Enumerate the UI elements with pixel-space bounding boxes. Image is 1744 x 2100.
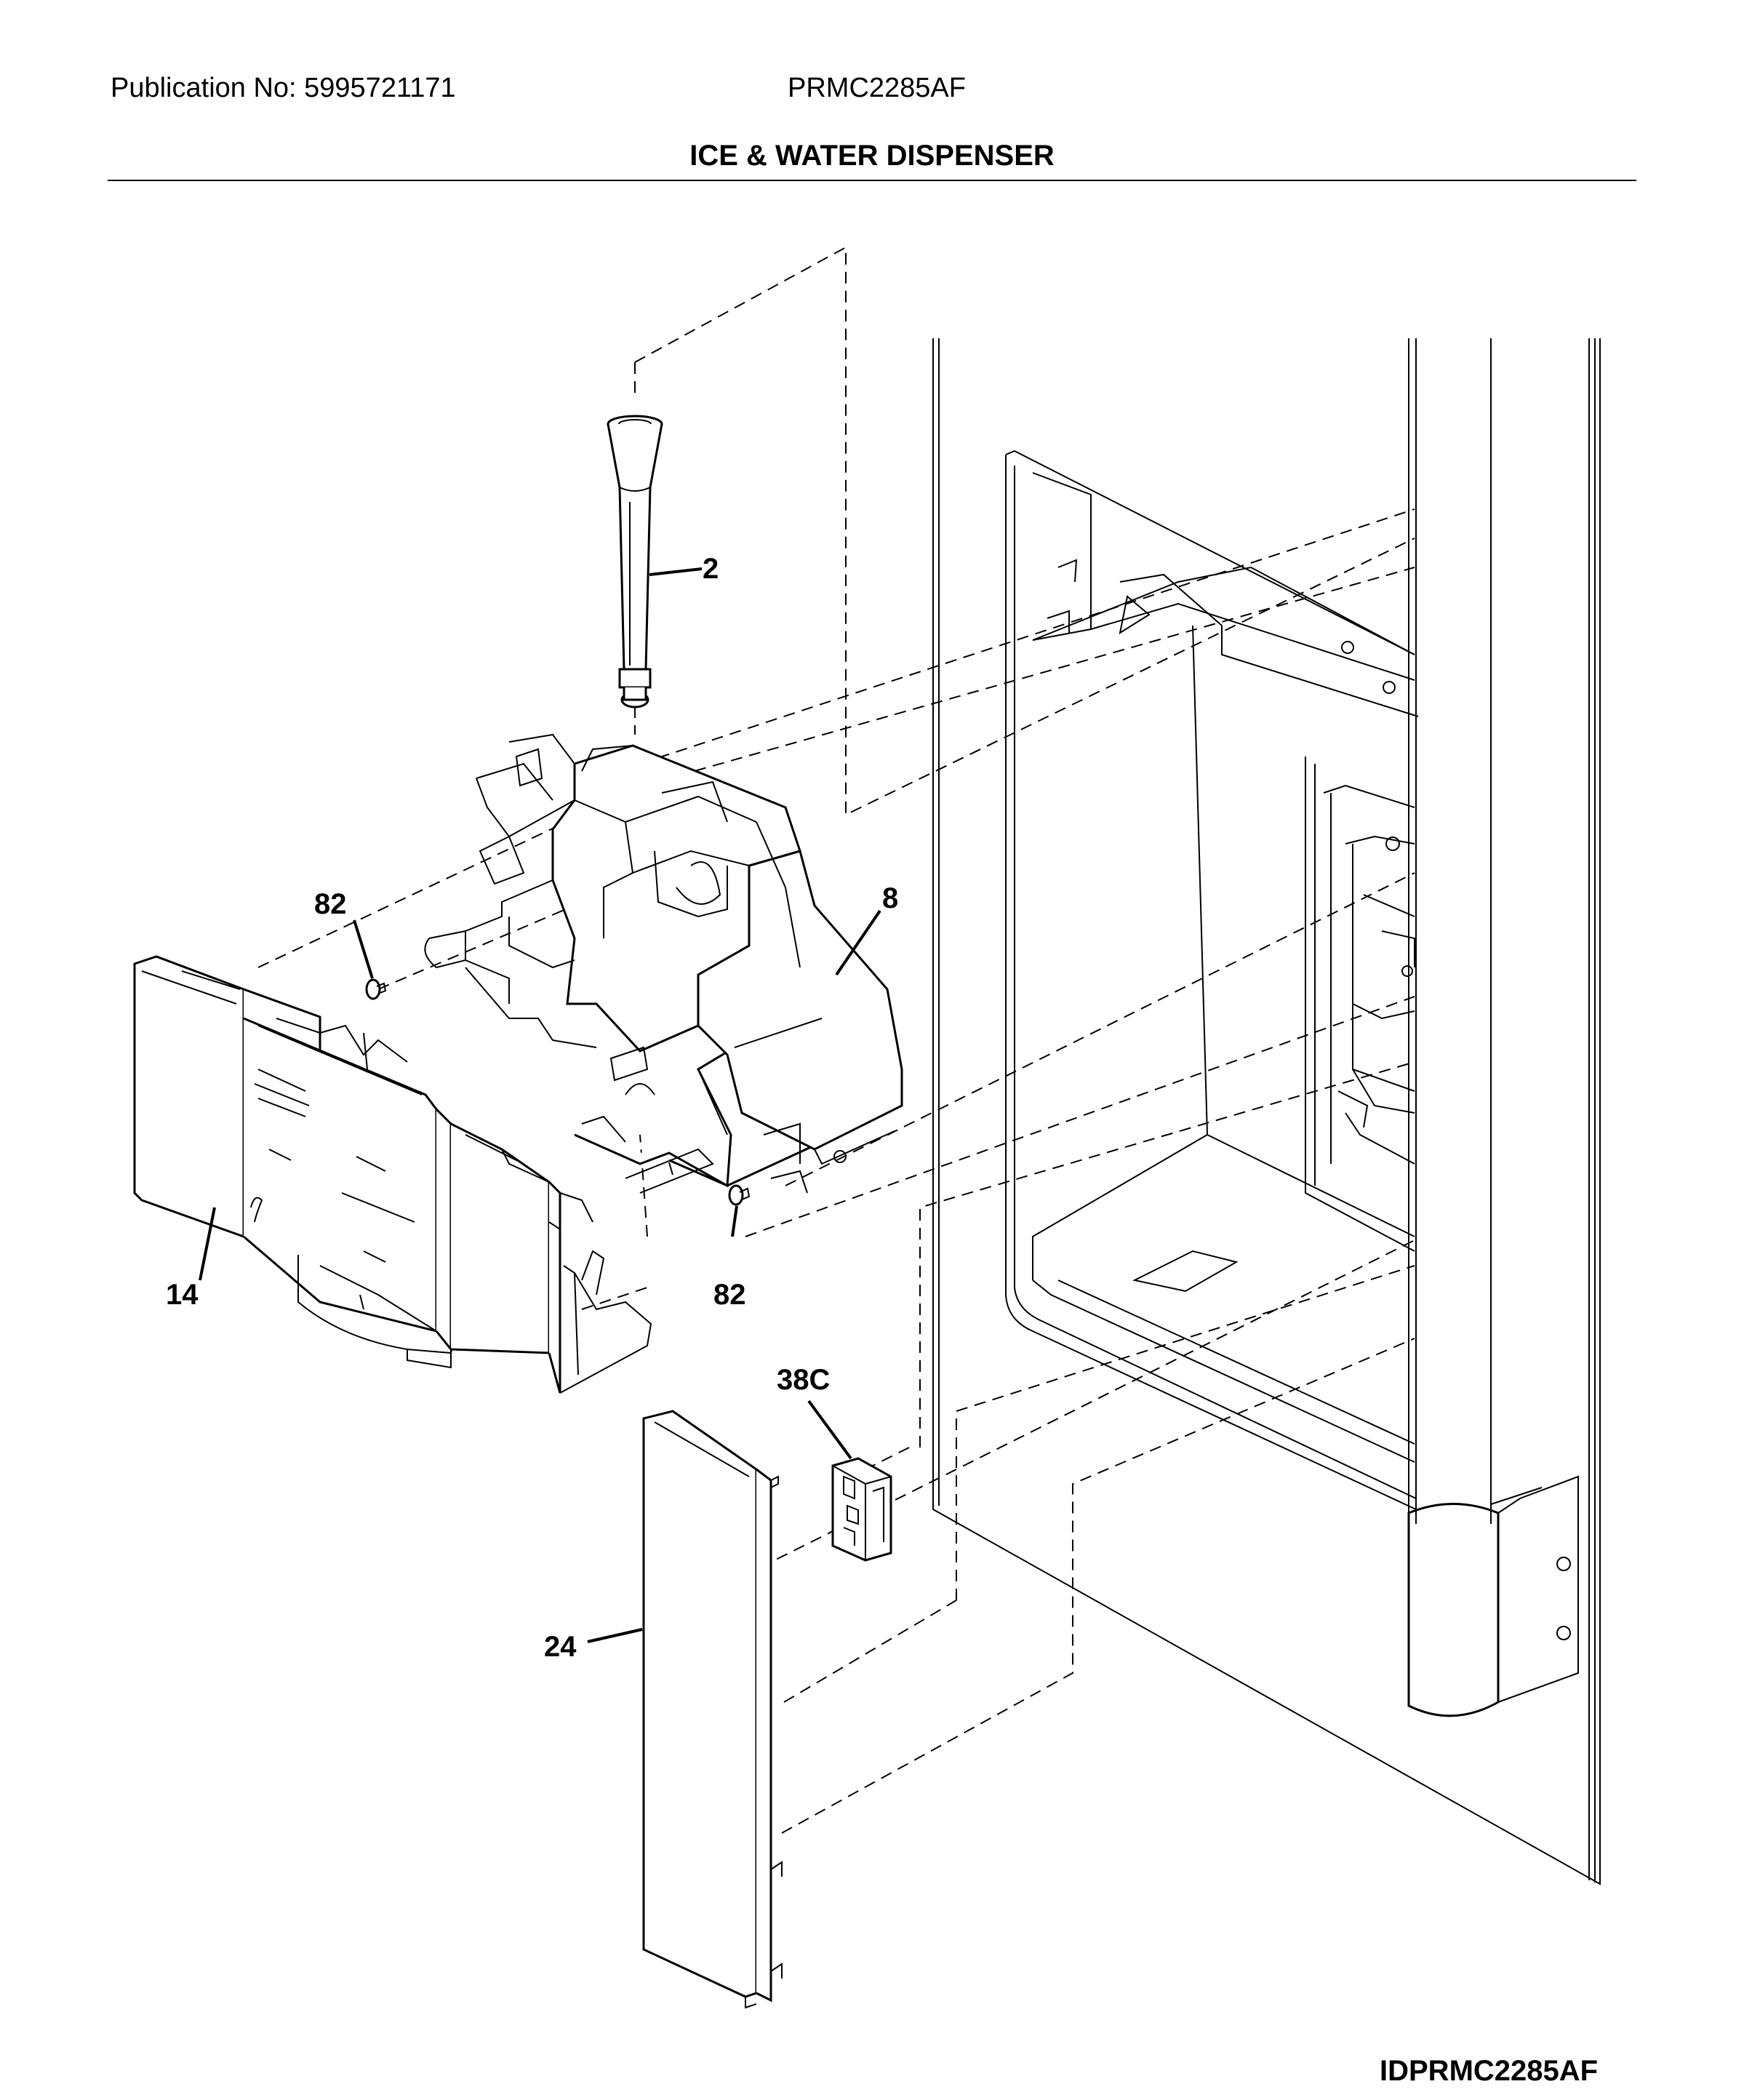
callout-2: 2: [703, 553, 719, 585]
page-title: ICE & WATER DISPENSER: [689, 140, 1055, 172]
part-2-water-tube: [607, 415, 663, 708]
dispenser-recess: [1005, 450, 1419, 1510]
model-number: PRMC2285AF: [788, 73, 966, 103]
callout-24: 24: [544, 1631, 577, 1663]
callout-82-lower: 82: [713, 1279, 746, 1311]
door-panel: [932, 338, 1601, 1885]
part-82-screws: [365, 978, 751, 1206]
part-24-cover: [642, 1410, 783, 2009]
part-38C-switch: [831, 1457, 892, 1562]
header-rule: [108, 180, 1636, 181]
callout-82-upper: 82: [314, 888, 347, 920]
part-14-control-panel: [133, 955, 652, 1394]
callout-8: 8: [882, 882, 898, 914]
callout-14: 14: [166, 1279, 199, 1311]
leader-lines: [199, 567, 881, 1643]
part-8-dispenser-housing: [424, 733, 903, 1194]
publication-number: Publication No: 5995721171: [111, 73, 456, 103]
callout-38C: 38C: [777, 1364, 830, 1396]
document-id: IDPRMC2285AF: [1380, 2055, 1599, 2087]
